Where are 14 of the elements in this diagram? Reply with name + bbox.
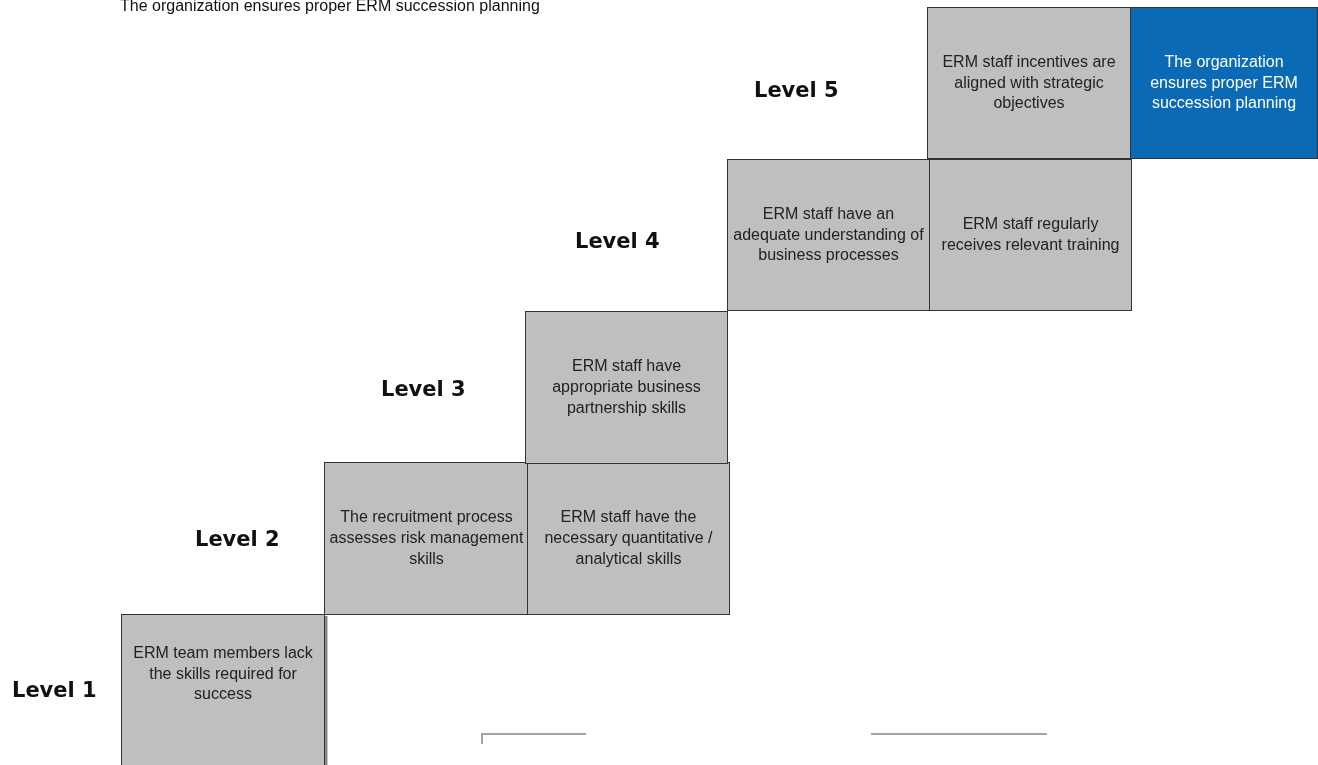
step-box: ERM staff have appropriate business partnership skills [525,311,728,464]
step-box: ERM staff regularly receives relevant training [929,159,1132,311]
note-text: The organization ensures proper ERM succession planning [120,0,540,15]
level-label: Level 5 [754,78,839,102]
level-label: Level 3 [381,377,466,401]
level-label: Level 1 [12,678,97,702]
step-box: The organization ensures proper ERM succession planning [1130,7,1318,159]
step-box: The recruitment process assesses risk management skills [324,462,529,615]
step-box: ERM staff have an adequate understanding of business processes [727,159,930,311]
step-box: ERM team members lack the skills required for success [121,614,325,765]
level-label: Level 2 [195,527,280,551]
step-box: ERM staff have the necessary quantitative / analytical skills [527,462,730,615]
step-box: ERM staff incentives are aligned with strategic objectives [927,7,1131,159]
level-label: Level 4 [575,229,660,253]
